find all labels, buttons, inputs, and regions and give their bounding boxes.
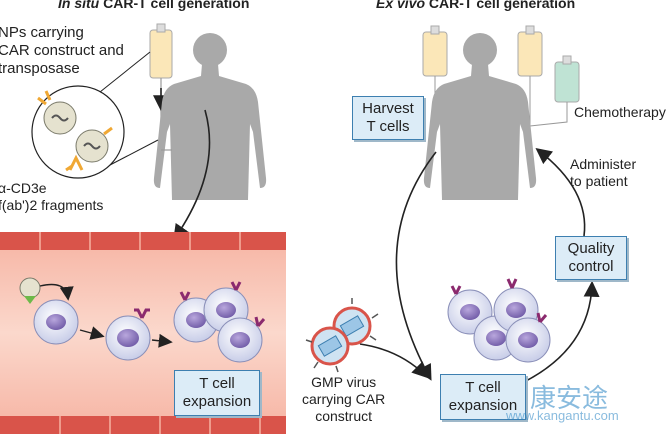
- chemotherapy-bag-icon: [529, 55, 580, 127]
- cycle-arrow-right-up-icon: [519, 280, 600, 385]
- expanded-tcells-icon: [173, 281, 266, 363]
- watermark-chinese: 康安途: [530, 384, 609, 414]
- nanoparticle-zoom-icon: [31, 51, 159, 179]
- chemotherapy-label: Chemotherapy: [574, 104, 666, 120]
- left-expansion-box: T cell expansion: [174, 370, 260, 416]
- virus-label: GMP virus carrying CAR construct: [302, 374, 386, 424]
- expanded-tcells-icon: [447, 278, 551, 363]
- cycle-arrow-right-icon: [535, 148, 586, 237]
- right-expansion-box: T cell expansion: [440, 374, 526, 420]
- gmp-virus-icon: [305, 298, 379, 373]
- administer-label: Administer to patient: [570, 156, 637, 189]
- iv-bag-icon: [422, 25, 543, 130]
- left-panel-title: In situ CAR-T cell generation: [58, 0, 250, 11]
- car-tcell-icon: [105, 308, 151, 361]
- right-panel-title: Ex vivo CAR-T cell generation: [376, 0, 576, 11]
- harvest-box: Harvest T cells: [352, 96, 424, 140]
- cycle-arrow-left-icon: [395, 151, 437, 381]
- cd3-fragment-label: α-CD3e f(ab')2 fragments: [0, 180, 104, 213]
- quality-control-box: Quality control: [555, 236, 627, 280]
- virus-arrow-icon: [359, 343, 429, 379]
- watermark-url: www.kangantu.com: [506, 408, 619, 423]
- np-binding-tcell-icon: [19, 277, 79, 345]
- np-label: NPs carrying CAR construct and transposa…: [0, 24, 124, 77]
- flow-arrow-icon: [173, 109, 211, 241]
